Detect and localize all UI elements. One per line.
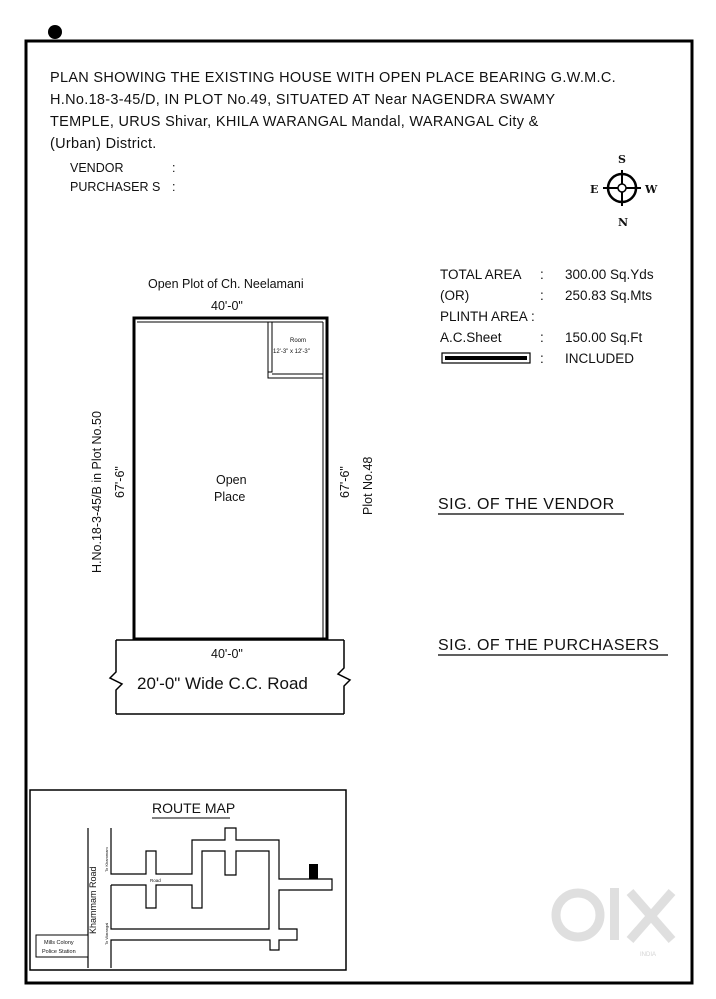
area-label: TOTAL AREA	[440, 267, 522, 282]
legend-swatch-fill	[445, 356, 527, 360]
title-line-2: H.No.18-3-45/D, IN PLOT No.49, SITUATED …	[50, 92, 555, 108]
room-label: Room	[290, 338, 306, 344]
property-marker	[309, 864, 318, 879]
area-value: 300.00 Sq.Yds	[565, 267, 654, 282]
route-map: ROUTE MAP Khammam Road To Khammam To War…	[29, 789, 347, 971]
landmark-box	[35, 934, 89, 958]
open-place-label-1: Open	[216, 473, 247, 487]
left-dimension: 67'-6"	[113, 466, 127, 498]
main-road-label: Khammam Road	[88, 866, 98, 934]
plot-outline	[132, 316, 329, 641]
right-neighbor-label: Plot No.48	[361, 457, 375, 515]
watermark-region: INDIA	[640, 952, 656, 958]
route-map-title: ROUTE MAP	[152, 800, 235, 816]
vendor-signature-label: SIG. OF THE VENDOR	[438, 496, 615, 513]
room-outline: Room 12'-3" x 12'-3"	[267, 321, 323, 379]
compass-east: E	[590, 183, 598, 196]
area-label: (OR)	[440, 288, 469, 303]
route-map-frame	[29, 789, 347, 971]
document-title: PLAN SHOWING THE EXISTING HOUSE WITH OPE…	[50, 70, 616, 152]
left-neighbor-label: H.No.18-3-45/B in Plot No.50	[90, 411, 104, 573]
title-line-1: PLAN SHOWING THE EXISTING HOUSE WITH OPE…	[50, 70, 616, 86]
compass-icon: S E W N	[590, 153, 658, 229]
area-sep: :	[540, 330, 544, 345]
room-size: 12'-3" x 12'-3"	[273, 349, 310, 355]
compass-south: S	[618, 153, 626, 166]
olx-watermark-logo: INDIA	[551, 888, 676, 958]
bottom-dimension: 40'-0"	[211, 647, 243, 661]
to-khammam-label: To Khammam	[104, 847, 109, 872]
area-table: TOTAL AREA : 300.00 Sq.Yds (OR) : 250.83…	[440, 267, 654, 366]
vendor-label: VENDOR	[70, 161, 123, 175]
landmark-line-2: Police Station	[42, 949, 76, 955]
punch-hole-dot	[48, 25, 62, 39]
right-dimension: 67'-6"	[338, 466, 352, 498]
legend-sep: :	[540, 351, 544, 366]
vendor-colon: :	[172, 161, 175, 175]
title-line-3: TEMPLE, URUS Shivar, KHILA WARANGAL Mand…	[50, 114, 539, 130]
area-value: 150.00 Sq.Ft	[565, 330, 643, 345]
road-outline	[108, 639, 352, 715]
route-roads	[87, 827, 333, 968]
purchasers-label: PURCHASER S	[70, 180, 160, 194]
landmark-line-1: Mills Colony	[44, 940, 74, 946]
north-neighbor-label: Open Plot of Ch. Neelamani	[148, 277, 304, 291]
purchasers-colon: :	[172, 180, 175, 194]
area-label: A.C.Sheet	[440, 330, 502, 345]
compass-west: W	[644, 183, 658, 196]
to-warangal-label: To Warangal	[104, 923, 109, 945]
road-label: 20'-0" Wide C.C. Road	[137, 674, 308, 693]
area-value: 250.83 Sq.Mts	[565, 288, 652, 303]
purchasers-signature-label: SIG. OF THE PURCHASERS	[438, 637, 659, 654]
compass-north: N	[618, 216, 628, 229]
open-place-label-2: Place	[214, 490, 245, 504]
area-sep: :	[540, 267, 544, 282]
legend-text: INCLUDED	[565, 351, 634, 366]
area-sep: :	[540, 288, 544, 303]
area-label: PLINTH AREA	[440, 309, 528, 324]
top-dimension: 40'-0"	[211, 299, 243, 313]
title-line-4: (Urban) District.	[50, 136, 157, 152]
legend-swatch	[441, 352, 531, 364]
page-frame	[24, 39, 694, 985]
road-label-small: Road	[150, 878, 161, 883]
area-sep: :	[531, 309, 535, 324]
